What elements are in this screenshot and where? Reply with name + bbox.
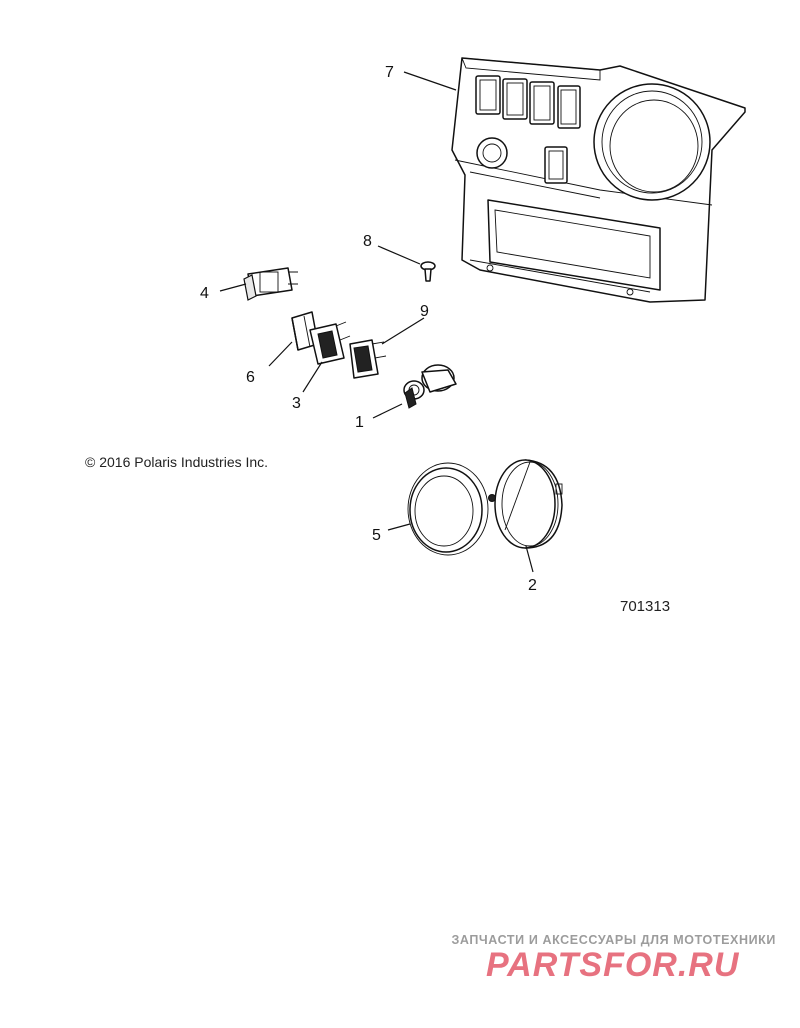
callout-2: 2: [528, 577, 537, 594]
gauge-bezel-drawing: [407, 462, 489, 556]
callout-4: 4: [200, 285, 209, 302]
watermark-tagline: ЗАПЧАСТИ И АКСЕССУАРЫ ДЛЯ МОТОТЕХНИКИ: [451, 933, 776, 947]
rocker-switch-3-drawing: [309, 321, 351, 365]
callout-1: 1: [355, 414, 364, 431]
gauge-drawing: [488, 459, 563, 549]
rocker-switch-6-drawing: [291, 311, 319, 351]
copyright-notice: © 2016 Polaris Industries Inc.: [85, 454, 269, 470]
callout-7: 7: [385, 64, 394, 81]
drawing-number: 701313: [620, 598, 671, 615]
callout-8: 8: [363, 233, 372, 250]
ignition-switch-drawing: [403, 364, 457, 409]
push-rivet-drawing: [420, 261, 436, 282]
power-outlet-drawing: [243, 267, 298, 301]
callout-5: 5: [372, 527, 381, 544]
dash-panel-drawing: [451, 57, 746, 303]
callout-3: 3: [292, 395, 301, 412]
rocker-switch-9-drawing: [349, 339, 387, 379]
callout-6: 6: [246, 369, 255, 386]
callout-9: 9: [420, 303, 429, 320]
leader-lines: [219, 71, 534, 573]
watermark-logo: PARTSFOR.RU: [486, 946, 740, 984]
